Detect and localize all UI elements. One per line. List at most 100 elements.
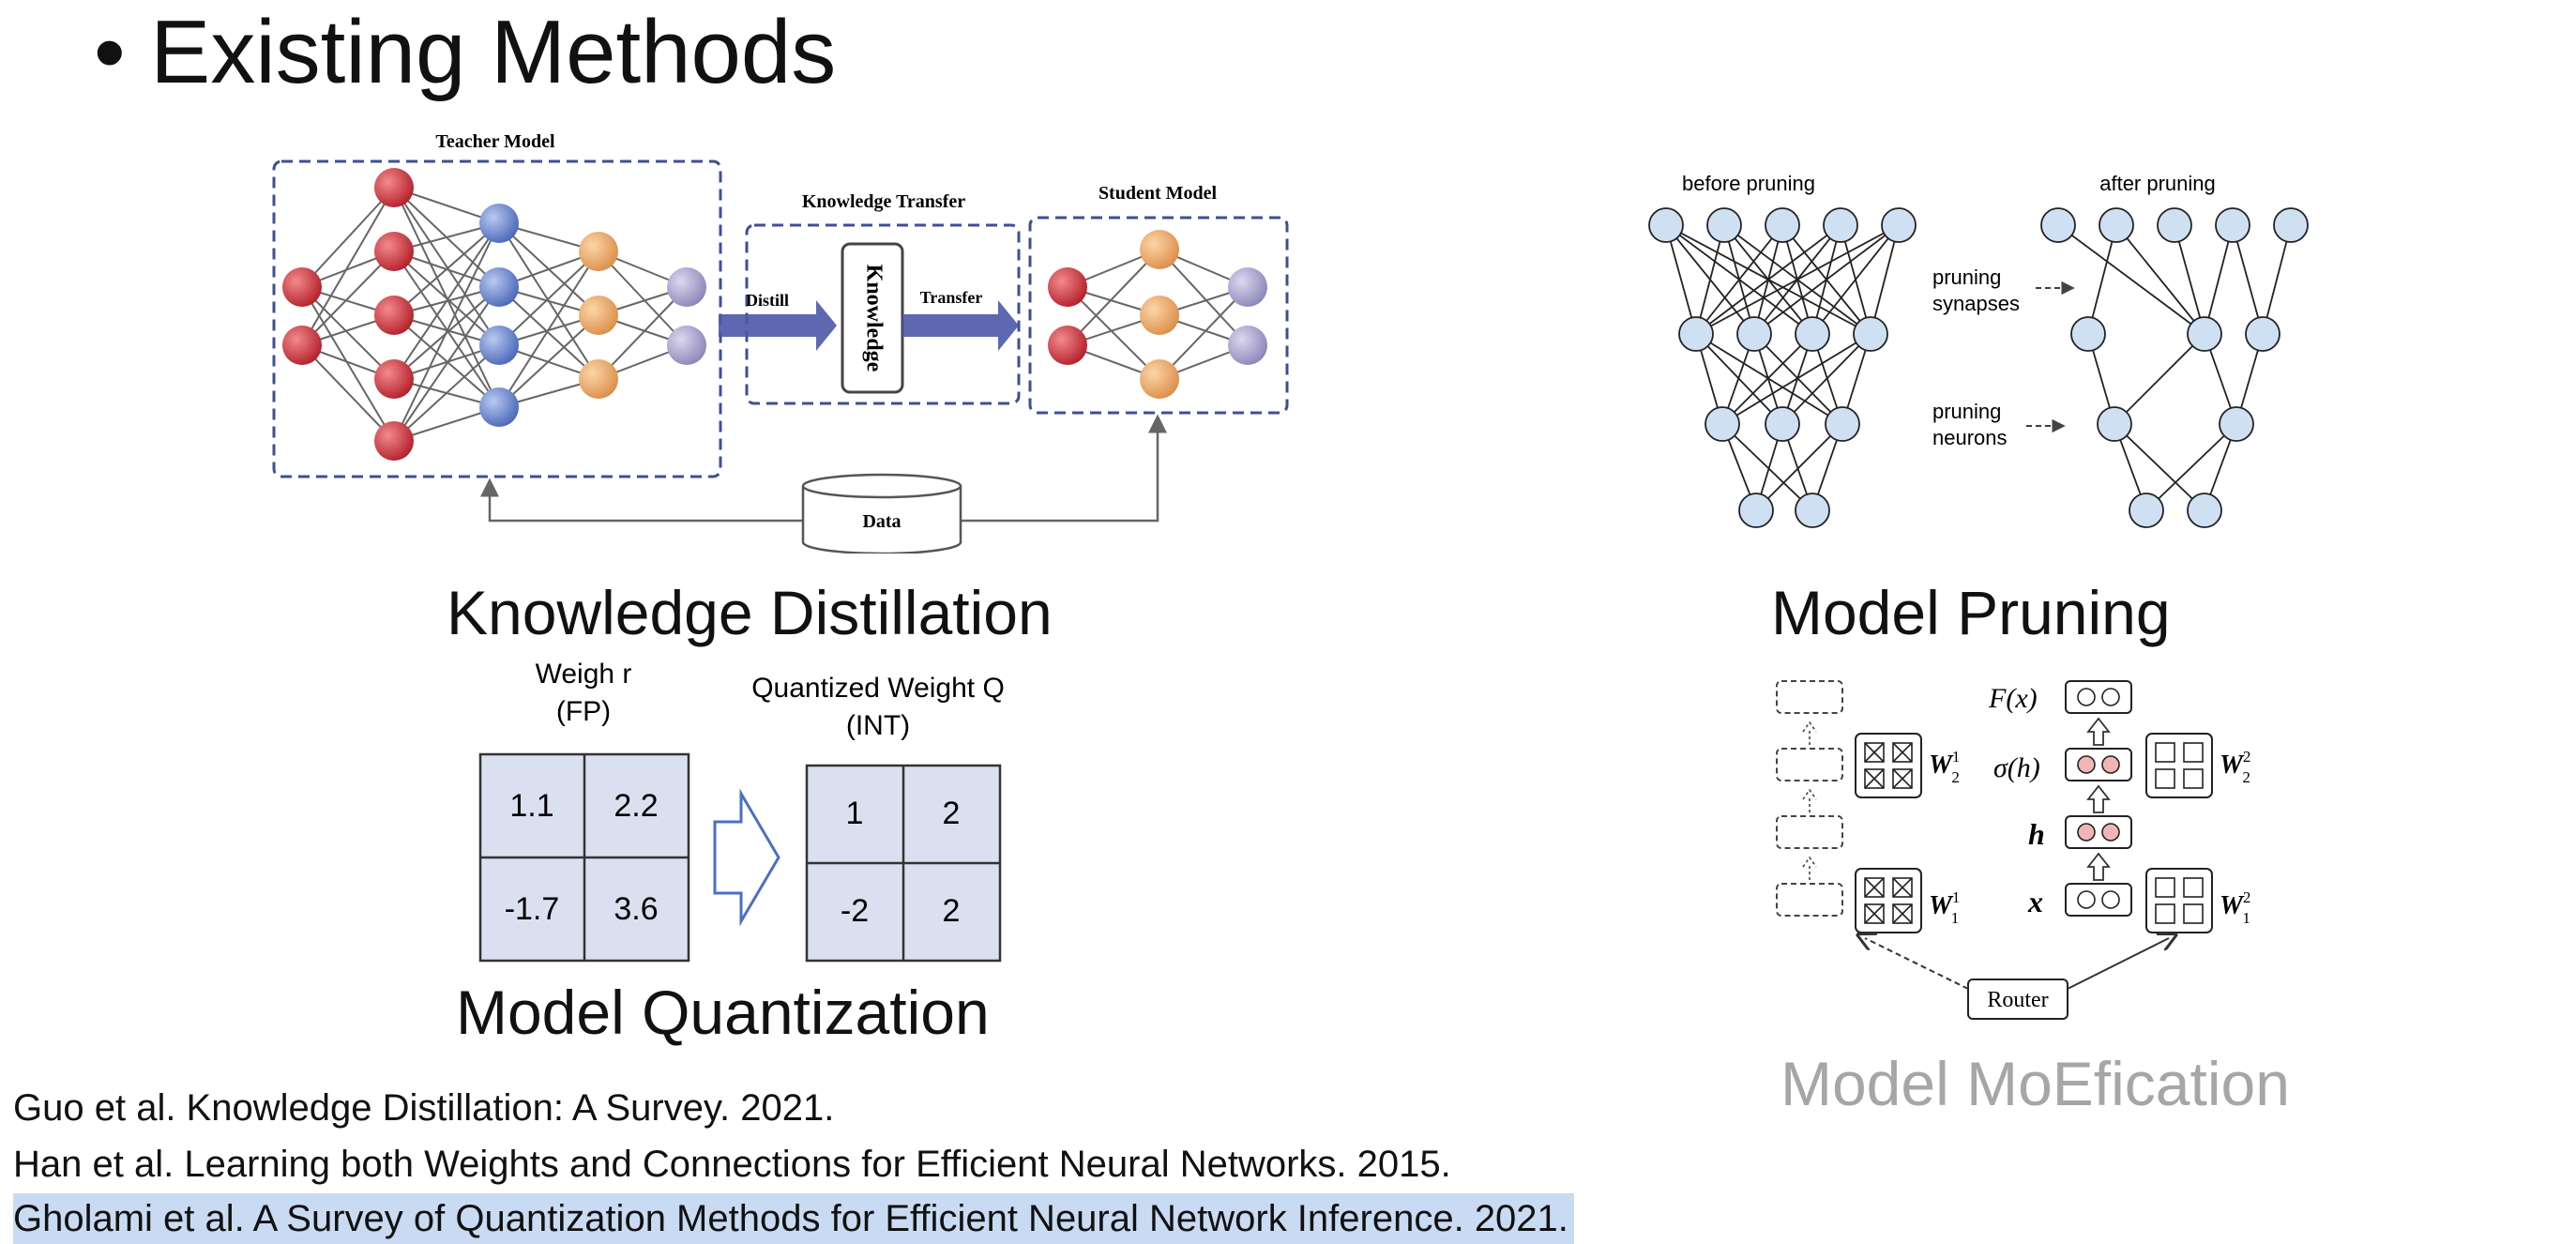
router-label: Router: [1987, 988, 2048, 1012]
fp-matrix: [478, 752, 690, 963]
network-edge: [1781, 333, 1871, 425]
network-node: [1825, 406, 1860, 442]
network-edge: [1870, 224, 1900, 335]
network-edge: [1159, 286, 1249, 380]
network-edge: [301, 250, 395, 346]
reference-item-highlighted: Gholami et al. A Survey of Quantization …: [13, 1193, 1574, 1244]
network-node: [1228, 326, 1267, 365]
network-node: [282, 326, 322, 365]
network-edge: [2204, 224, 2234, 335]
sigma-h-vector: [2065, 748, 2132, 781]
network-edge: [393, 250, 500, 346]
network-edge: [393, 222, 500, 442]
network-edge: [1159, 249, 1249, 346]
network-node: [479, 267, 519, 307]
network-node: [2129, 493, 2164, 528]
network-edge: [2114, 333, 2205, 425]
data-to-teacher-line: [480, 478, 861, 523]
network-node: [2273, 207, 2309, 243]
network-edge: [301, 187, 395, 288]
network-edge: [2087, 224, 2117, 335]
network-node: [579, 232, 618, 271]
network-edge: [1755, 423, 1843, 511]
network-node: [479, 387, 519, 427]
network-node: [1048, 326, 1087, 365]
moefication-caption: Model MoEfication: [1780, 1049, 2290, 1118]
network-node: [2040, 207, 2076, 243]
network-node: [1823, 207, 1858, 243]
network-node: [374, 296, 414, 335]
int-cell: -2: [841, 893, 869, 929]
network-node: [2157, 207, 2192, 243]
distillation-caption: Knowledge Distillation: [447, 578, 1053, 647]
fx-label: F(x): [1988, 683, 2038, 714]
int-cell: 2: [943, 893, 961, 929]
int-cell: 2: [943, 796, 961, 831]
network-node: [667, 267, 706, 307]
network-node: [1795, 493, 1830, 528]
router-to-expert2: [2067, 938, 2169, 990]
int-title-1: Quantized Weight Q: [751, 673, 1005, 704]
network-edge: [301, 286, 395, 380]
network-node: [579, 359, 618, 399]
network-edge: [2232, 224, 2264, 335]
network-node: [2215, 207, 2250, 243]
x-vector: [2065, 883, 2132, 917]
after-pruning-edges: [2057, 224, 2292, 511]
data-cylinder: [801, 473, 962, 554]
fx-vector: [2065, 680, 2132, 714]
network-node: [1736, 316, 1772, 352]
before-pruning-nodes: [1648, 207, 1917, 528]
fp-title-2: (FP): [556, 696, 611, 727]
network-edge: [498, 314, 599, 408]
network-node: [1048, 267, 1087, 307]
distill-arrow: [719, 300, 837, 351]
pruning-caption: Model Pruning: [1771, 578, 2171, 647]
network-edge: [1811, 224, 1900, 335]
network-edge: [1665, 224, 1697, 335]
network-node: [1228, 267, 1267, 307]
router-box: [1967, 979, 2068, 1020]
after-pruning-label: after pruning: [2099, 172, 2216, 195]
w2-expert2-matrix: [2145, 733, 2213, 798]
network-node: [2097, 406, 2132, 442]
network-node: [1706, 207, 1742, 243]
dashed-up-arrows: [1802, 721, 1817, 880]
fp-cell: 2.2: [614, 788, 658, 824]
dashed-expert-column: [1776, 680, 1843, 917]
int-title-2: (INT): [846, 710, 910, 741]
network-node: [1140, 230, 1179, 269]
network-edge: [1721, 423, 1813, 511]
pruning-neurons-label-2: neurons: [1932, 426, 2008, 449]
network-edge: [2145, 423, 2237, 511]
w2-expert1-matrix: [1855, 733, 1922, 798]
student-model-label: Student Model: [1099, 183, 1218, 204]
knowledge-transfer-label: Knowledge Transfer: [802, 191, 965, 212]
network-node: [374, 168, 414, 207]
int-cell: 1: [846, 796, 864, 831]
data-to-student-line: [902, 414, 1167, 523]
network-edge: [1695, 224, 1725, 335]
network-node: [1795, 316, 1830, 352]
network-node: [1140, 359, 1179, 399]
pruning-diagram: before pruning after pruning pruning syn…: [1648, 172, 2309, 528]
network-node: [479, 204, 519, 243]
x-label: x: [2027, 885, 2043, 918]
teacher-model-label: Teacher Model: [435, 131, 555, 152]
pruning-neurons-label-1: pruning: [1932, 400, 2001, 423]
network-edge: [2057, 224, 2205, 335]
network-edge: [1753, 224, 1900, 335]
network-edge: [1721, 333, 1871, 425]
network-edge: [2174, 224, 2205, 335]
w1-expert1-matrix: [1855, 868, 1922, 933]
network-edge: [2114, 423, 2205, 511]
network-edge: [598, 286, 688, 380]
h-label: h: [2028, 817, 2045, 851]
before-pruning-label: before pruning: [1682, 172, 1815, 195]
h-vector: [2065, 815, 2132, 849]
network-edge: [393, 286, 500, 442]
network-node: [282, 267, 322, 307]
